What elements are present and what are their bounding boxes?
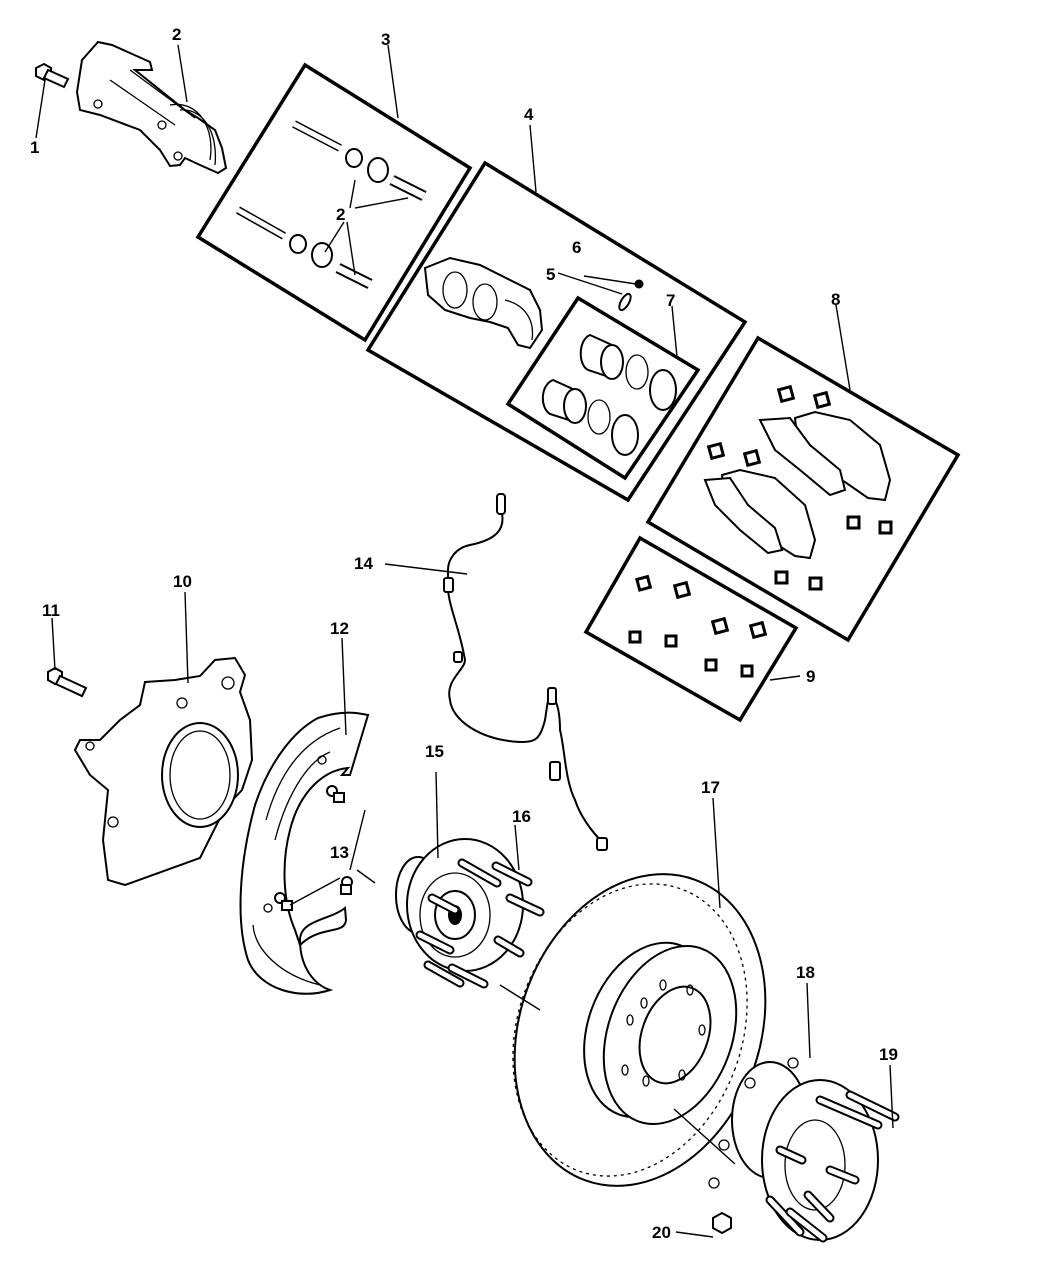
callout-13: 13 <box>330 843 349 862</box>
callout-1: 1 <box>30 138 39 157</box>
callout-18: 18 <box>796 963 815 982</box>
callout-17: 17 <box>701 778 720 797</box>
part-20-nut <box>712 1211 732 1235</box>
part-9-clip-kit <box>628 574 768 678</box>
kit-box-4 <box>365 160 748 503</box>
callout-9: 9 <box>806 667 815 686</box>
part-4-caliper <box>423 256 544 350</box>
part-17-brake-rotor <box>512 873 767 1187</box>
kit-box-9 <box>583 535 799 723</box>
callout-20: 20 <box>652 1223 671 1242</box>
part-3-guide-pins <box>236 120 427 289</box>
callouts: 1 2 3 2 4 5 6 7 8 9 10 11 12 13 14 15 16… <box>30 25 898 1242</box>
callout-19: 19 <box>879 1045 898 1064</box>
callout-7: 7 <box>666 291 675 310</box>
kit-box-8 <box>645 335 961 643</box>
part-11-knuckle-bolt <box>47 666 88 698</box>
callout-4: 4 <box>524 105 534 124</box>
leader-lines <box>35 44 894 1238</box>
callout-6: 6 <box>572 238 581 257</box>
part-13-shield-bolts <box>274 785 353 911</box>
part-19-wheel-studs <box>765 1090 900 1243</box>
part-8-brake-pad-kit <box>703 384 893 591</box>
part-6-bleeder-cap <box>634 279 644 289</box>
callout-16: 16 <box>512 807 531 826</box>
callout-10: 10 <box>173 572 192 591</box>
kit-box-3 <box>195 62 473 343</box>
part-16-wheel-studs <box>415 858 545 989</box>
part-12-dust-shield <box>239 711 370 995</box>
callout-5: 5 <box>546 265 555 284</box>
callout-14: 14 <box>354 554 373 573</box>
callout-2-bracket: 2 <box>172 25 181 44</box>
part-5-bleeder-screw <box>618 292 632 312</box>
part-1-bolt <box>35 62 70 89</box>
callout-3: 3 <box>381 30 390 49</box>
part-14-wheel-speed-sensor <box>443 493 608 851</box>
callout-15: 15 <box>425 742 444 761</box>
callout-8: 8 <box>831 290 840 309</box>
callout-12: 12 <box>330 619 349 638</box>
callout-11: 11 <box>42 601 60 620</box>
kit-box-7 <box>505 295 701 481</box>
part-10-steering-knuckle <box>73 656 254 887</box>
part-15-hub-bearing <box>395 838 524 972</box>
part-7-piston-seal-kit <box>541 333 677 456</box>
part-2-caliper-adapter <box>75 40 228 175</box>
part-18-hub-bearing <box>708 1057 879 1241</box>
callout-2-kit: 2 <box>336 205 345 224</box>
